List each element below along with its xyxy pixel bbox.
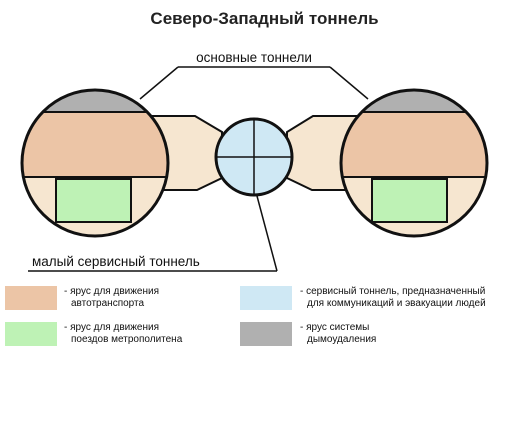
right-smoke-tier (341, 90, 487, 112)
legend-metro-line1: - ярус для движения (64, 322, 160, 333)
left-road-tier (22, 112, 168, 177)
legend-text-service: - сервисный тоннель, предназначенный для… (300, 286, 486, 310)
legend-service-line2: для коммуникаций и эвакуации людей (307, 298, 486, 309)
diagram-title: Северо-Западный тоннель (150, 9, 379, 28)
legend-text-road: - ярус для движения автотранспорта (64, 286, 159, 310)
legend-metro-line2: поездов метрополитена (71, 334, 183, 345)
main-tunnels-label: основные тоннели (196, 50, 312, 65)
legend-text-metro: - ярус для движения поездов метрополитен… (64, 322, 182, 346)
main-tunnels-leader-left (139, 66, 179, 100)
left-smoke-tier (22, 90, 168, 112)
service-tunnel (214, 117, 294, 197)
legend-road-line1: - ярус для движения (64, 286, 160, 297)
right-metro-tier (371, 178, 448, 223)
legend-swatch-metro (5, 322, 57, 346)
legend-service-line1: - сервисный тоннель, предназначенный (300, 286, 486, 297)
legend-swatch-service (240, 286, 292, 310)
legend-road-line2: автотранспорта (71, 298, 145, 309)
legend-text-smoke: - ярус системы дымоудаления (300, 322, 376, 346)
service-tunnel-label: малый сервисный тоннель (32, 254, 200, 269)
legend-smoke-line1: - ярус системы (300, 322, 370, 333)
left-main-tunnel (22, 90, 168, 236)
legend-smoke-line2: дымоудаления (307, 334, 377, 345)
main-tunnels-leader-right (329, 66, 369, 100)
right-road-tier (341, 112, 487, 177)
service-tunnel-leader (256, 195, 278, 272)
legend-swatch-road (5, 286, 57, 310)
left-metro-tier (55, 178, 132, 223)
legend-swatch-smoke (240, 322, 292, 346)
